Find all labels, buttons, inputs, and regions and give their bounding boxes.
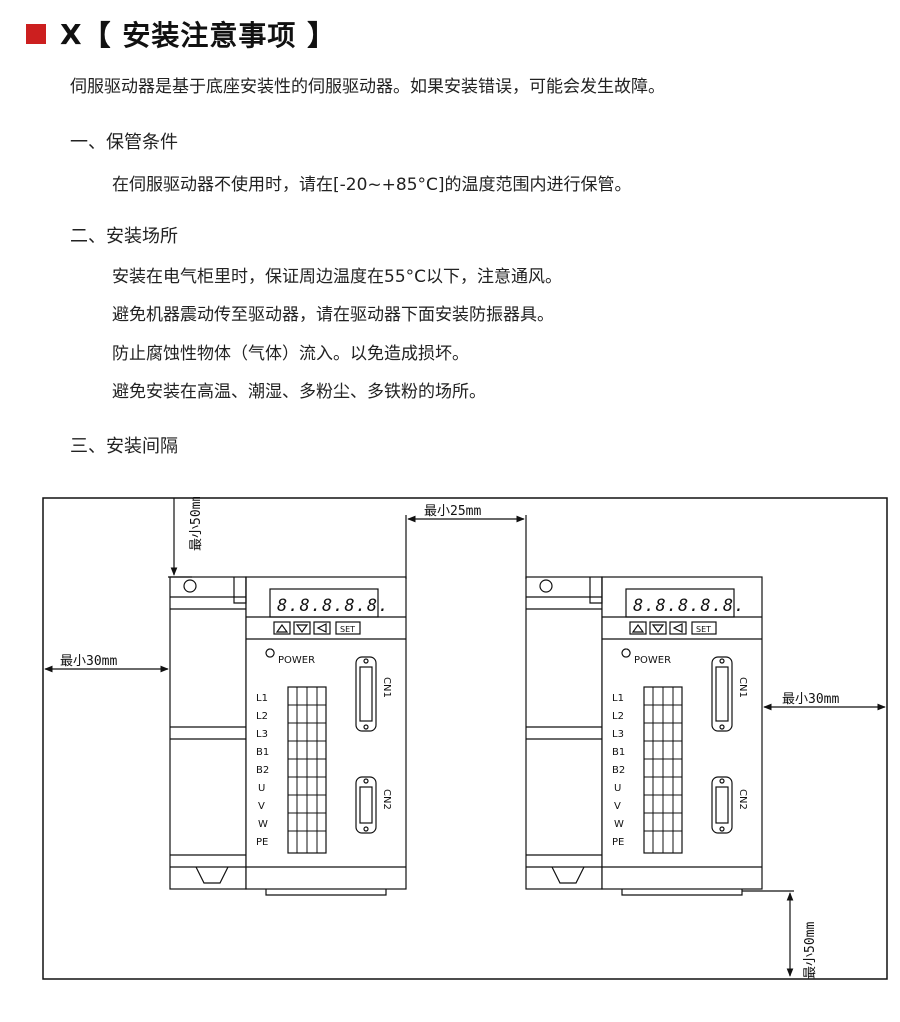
- intro-text: 伺服驱动器是基于底座安装性的伺服驱动器。如果安装错误，可能会发生故障。: [70, 77, 665, 97]
- terminal-label: U: [258, 783, 265, 794]
- display-left: 8.8.8.8.8.: [277, 596, 389, 616]
- terminal-label: L2: [256, 711, 268, 722]
- section-header: X 【 安装注意事项 】: [26, 14, 336, 54]
- terminal-label: B1: [612, 747, 625, 758]
- cn2-label-right: CN2: [737, 789, 748, 810]
- installation-spacing-diagram: 8.8.8.8.8. SET POWER L1 L2 L3 B1 B2 U V …: [42, 497, 888, 980]
- location-text-1: 安装在电气柜里时，保证周边温度在55°C以下，注意通风。: [112, 267, 563, 287]
- dim-bottom-label: 最小50mm: [803, 922, 818, 979]
- set-label-right: SET: [696, 625, 711, 634]
- dim-right-label: 最小30mm: [782, 692, 839, 707]
- section-title-location: 二、安装场所: [70, 226, 178, 247]
- dim-left-label: 最小30mm: [60, 654, 117, 669]
- terminal-label: B2: [256, 765, 269, 776]
- terminal-label: W: [614, 819, 624, 830]
- servo-drive-left: 8.8.8.8.8. SET POWER L1 L2 L3 B1 B2 U V …: [169, 576, 407, 896]
- servo-drive-right: 8.8.8.8.8. SET POWER L1 L2 L3 B1 B2 U V …: [525, 576, 763, 896]
- set-label-left: SET: [340, 625, 355, 634]
- storage-text: 在伺服驱动器不使用时，请在[-20~+85°C]的温度范围内进行保管。: [112, 175, 632, 195]
- terminal-label: PE: [256, 837, 268, 848]
- terminal-label: L3: [256, 729, 268, 740]
- cn2-label-left: CN2: [381, 789, 392, 810]
- dim-top-label: 最小50mm: [189, 497, 204, 551]
- terminal-label: B2: [612, 765, 625, 776]
- cn1-label-left: CN1: [381, 677, 392, 698]
- terminal-label: L2: [612, 711, 624, 722]
- display-right: 8.8.8.8.8.: [633, 596, 745, 616]
- power-label-left: POWER: [278, 655, 315, 666]
- terminal-label: W: [258, 819, 268, 830]
- terminal-label: L3: [612, 729, 624, 740]
- location-text-2: 避免机器震动传至驱动器，请在驱动器下面安装防振器具。: [112, 305, 554, 325]
- terminal-label: L1: [612, 693, 624, 704]
- header-prefix: X: [60, 17, 83, 51]
- terminal-label: PE: [612, 837, 624, 848]
- power-label-right: POWER: [634, 655, 671, 666]
- section-title-spacing: 三、安装间隔: [70, 436, 178, 457]
- terminal-label: U: [614, 783, 621, 794]
- terminal-label: L1: [256, 693, 268, 704]
- terminal-label: V: [258, 801, 265, 812]
- section-title-storage: 一、保管条件: [70, 132, 178, 153]
- terminal-label: V: [614, 801, 621, 812]
- cn1-label-right: CN1: [737, 677, 748, 698]
- terminal-label: B1: [256, 747, 269, 758]
- location-text-3: 防止腐蚀性物体（气体）流入。以免造成损坏。: [112, 344, 469, 364]
- header-title: 【 安装注意事项 】: [82, 19, 337, 52]
- red-square-icon: [26, 24, 46, 44]
- location-text-4: 避免安装在高温、潮湿、多粉尘、多铁粉的场所。: [112, 382, 486, 402]
- dim-between-label: 最小25mm: [424, 504, 481, 519]
